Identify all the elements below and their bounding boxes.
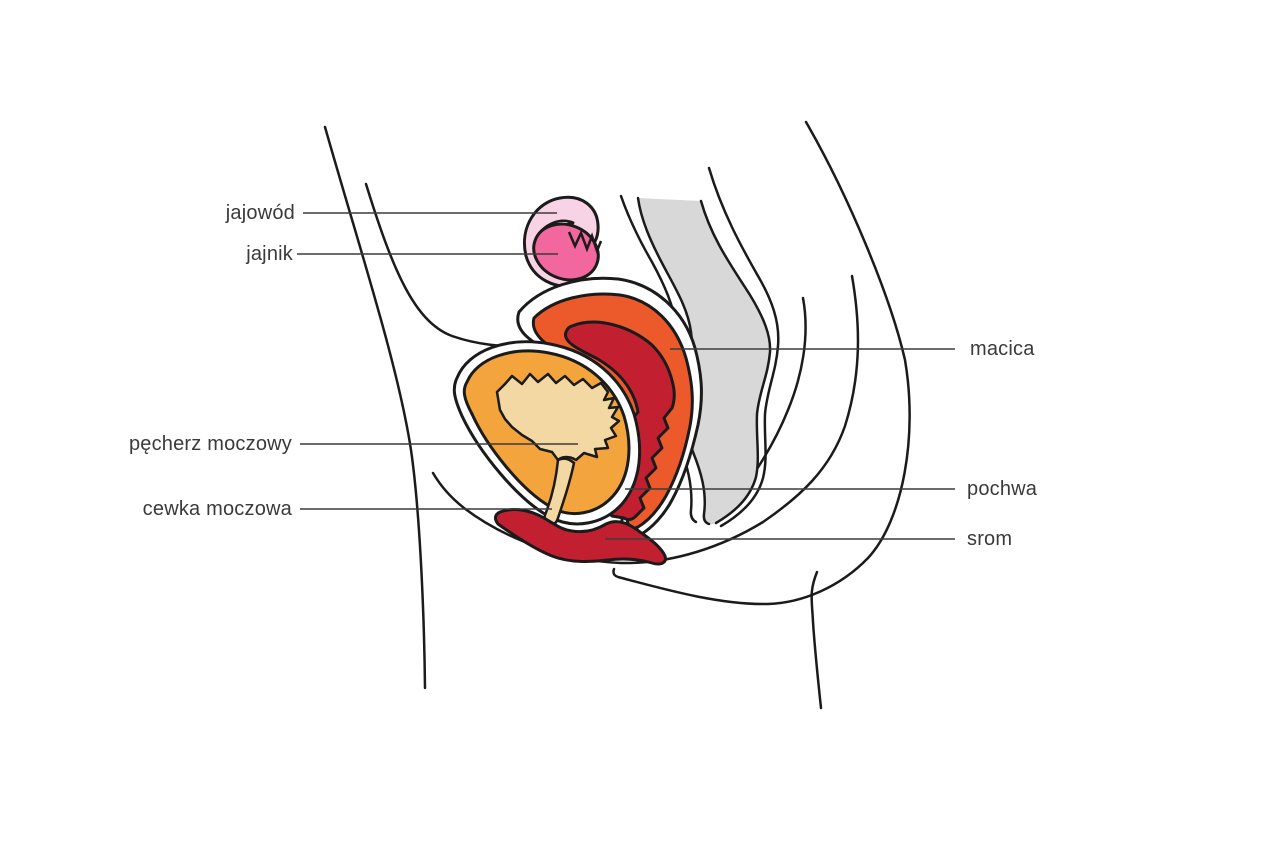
rectum-right-outline — [699, 199, 772, 525]
body-outline-front-abdomen — [323, 125, 427, 690]
label-jajowod: jajowód — [225, 202, 295, 224]
label-pochwa: pochwa — [967, 478, 1038, 500]
buttock-inner-perineum-curve — [431, 274, 860, 565]
label-srom: srom — [967, 528, 1013, 550]
label-cewka-moczowa: cewka moczowa — [142, 498, 292, 520]
vulva-shape — [493, 508, 667, 566]
body-outline-inner-abdomen — [364, 182, 525, 348]
label-macica: macica — [970, 338, 1035, 360]
label-jajnik: jajnik — [246, 243, 293, 265]
rectal-posterior-wall-line — [707, 166, 780, 528]
bladder-interior-shape — [495, 372, 621, 462]
body-outline-back-buttock — [612, 120, 911, 606]
label-pecherz-moczowy: pęcherz moczowy — [128, 433, 292, 455]
thigh-line — [810, 570, 823, 710]
uterine-cavity-vagina-shape — [563, 320, 676, 522]
fimbriae-line — [567, 229, 603, 255]
